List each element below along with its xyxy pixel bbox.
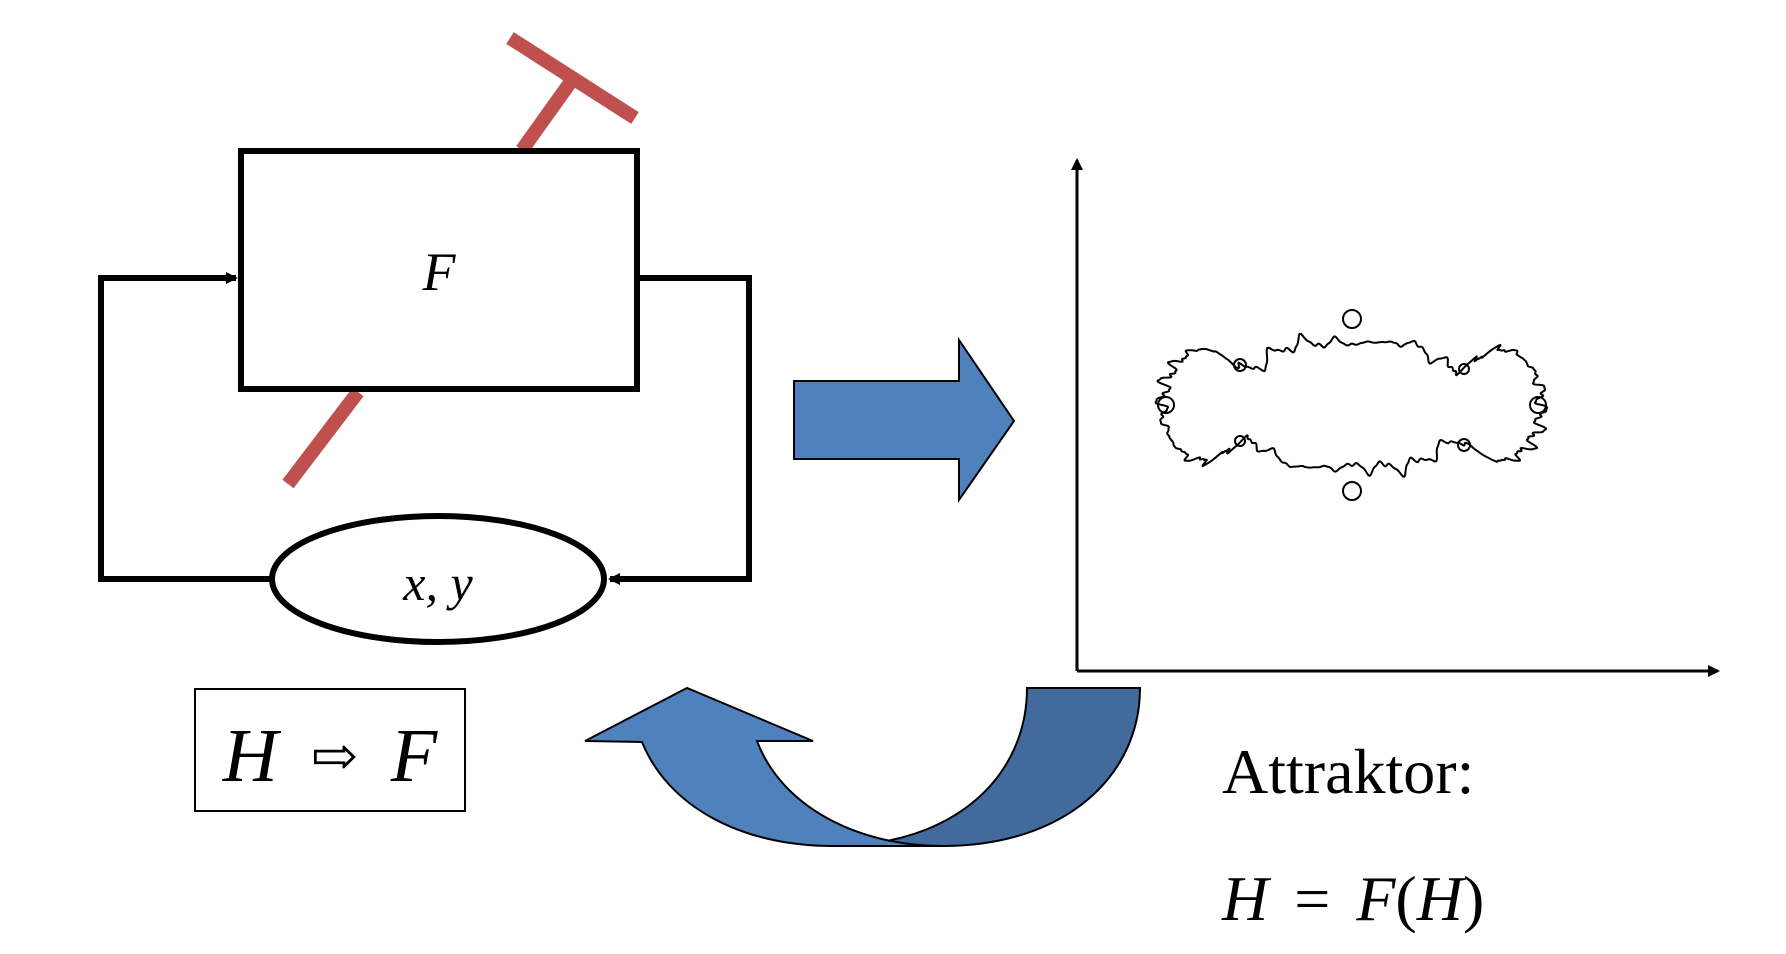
- mapping-from: H: [222, 714, 282, 798]
- fixed-point-equation: H = F(H): [1221, 863, 1484, 934]
- mapping-box: [194, 688, 466, 812]
- function-box: [238, 148, 640, 392]
- tool-shaft-lower: [282, 387, 364, 489]
- curved-feedback-arrow: [584, 686, 1142, 847]
- attractor-curve: [1154, 309, 1549, 501]
- fixed-point-equals: =: [1294, 863, 1330, 934]
- fixed-point-open-paren: (: [1395, 863, 1416, 934]
- state-label: x, y: [402, 555, 473, 611]
- forward-block-arrow: [793, 336, 1016, 504]
- fixed-point-close-paren: ): [1463, 863, 1484, 934]
- loop-input-line: [98, 272, 272, 582]
- fixed-point-function: F: [1355, 863, 1396, 934]
- curved-arrow-front-band: [584, 686, 944, 847]
- mapping-to: F: [390, 714, 439, 798]
- fixed-point-argument: H: [1416, 863, 1467, 934]
- attractor-title: Attraktor:: [1222, 736, 1474, 807]
- t-handle-tool: [282, 32, 639, 489]
- fixed-point-lhs: H: [1221, 863, 1272, 934]
- coordinate-axes: [1071, 158, 1720, 677]
- mapping-formula: H ⇨ F: [222, 708, 439, 798]
- function-box-label: F: [422, 242, 457, 302]
- loop-output-line: [608, 275, 752, 585]
- tool-shaft-upper: [516, 75, 578, 155]
- state-ellipse: [269, 513, 607, 645]
- mapping-arrow-glyph: ⇨: [311, 726, 358, 788]
- curved-arrow-back-band: [832, 687, 1142, 847]
- tool-crossbar: [506, 32, 639, 124]
